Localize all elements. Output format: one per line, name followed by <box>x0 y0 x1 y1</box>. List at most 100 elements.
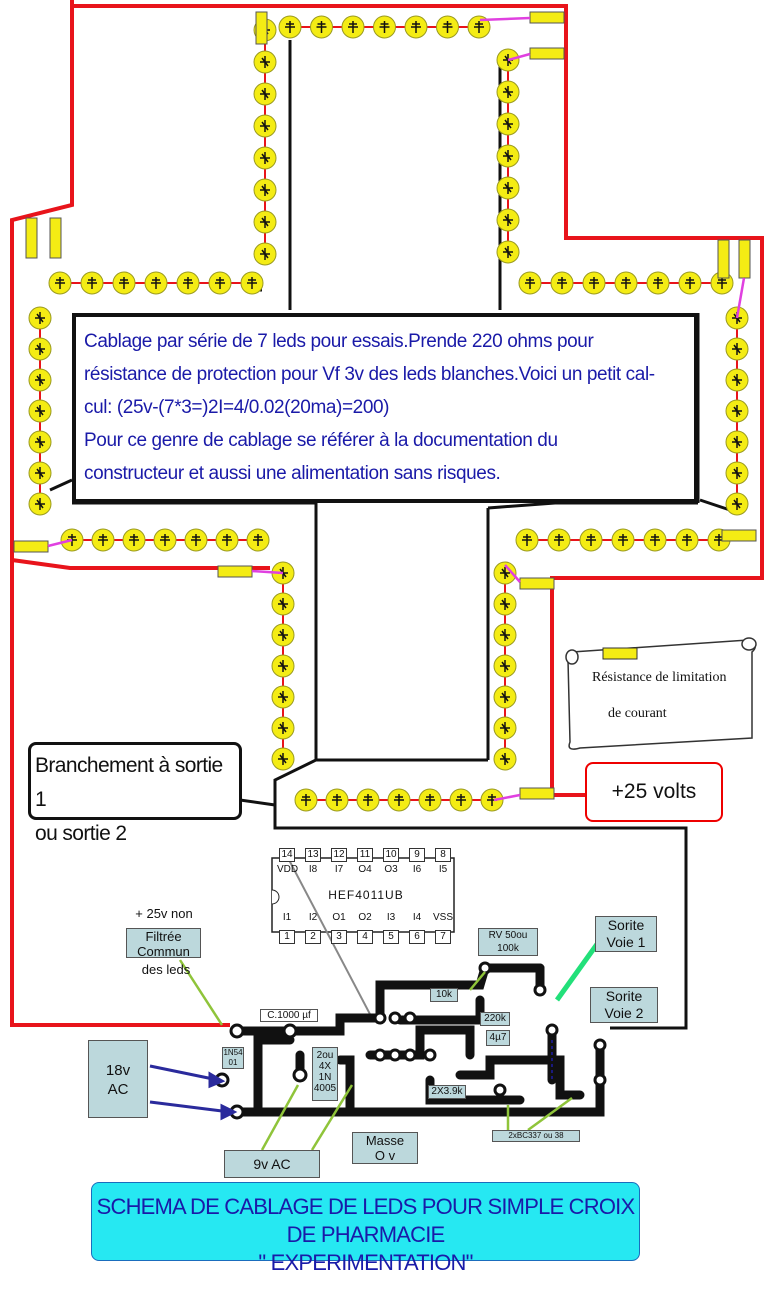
led-symbol <box>98 534 108 546</box>
chip-signal-top: O3 <box>384 864 398 875</box>
output-1-box: Sorite Voie 1 <box>595 916 657 952</box>
note-line-3: cul: (25v-(7*3=)2I=4/0.02(20ma)=200) <box>84 397 390 418</box>
led-symbol <box>500 691 510 703</box>
rv-line-1: RV 50ou <box>488 930 528 941</box>
des-leds-label: des leds <box>141 962 191 977</box>
led-symbol <box>618 534 628 546</box>
chip-signal-top: I6 <box>412 864 422 875</box>
led-symbol <box>215 277 225 289</box>
chip-pin: 7 <box>435 930 451 944</box>
series-resistor <box>738 239 751 279</box>
led-symbol <box>278 722 288 734</box>
pcb-pads <box>214 961 607 1120</box>
chip-pin: 6 <box>409 930 425 944</box>
cap-label: C.1000 µf <box>260 1009 318 1022</box>
out2-line-2: Voie 2 <box>604 1005 644 1021</box>
chip-pin: 4 <box>357 930 373 944</box>
led-symbol <box>557 277 567 289</box>
note-line-4: Pour ce genre de cablage se référer à la… <box>84 430 558 451</box>
bridge-box: 2ou 4X 1N 4005 <box>312 1047 338 1101</box>
resistor-lead <box>735 277 746 319</box>
plus25-label: + 25v non <box>135 906 193 921</box>
led-symbol <box>35 374 45 386</box>
led-symbol <box>253 534 263 546</box>
out1-line-2: Voie 1 <box>606 934 646 950</box>
blue-arrows <box>149 1064 238 1121</box>
led-symbol <box>554 534 564 546</box>
series-resistor <box>13 540 49 553</box>
series-resistor <box>217 565 253 578</box>
led-symbol <box>260 56 270 68</box>
led-symbol <box>500 567 510 579</box>
led-symbol <box>87 277 97 289</box>
led-symbol <box>732 498 742 510</box>
led-symbol <box>278 660 288 672</box>
chip-pin: 9 <box>409 848 425 862</box>
led-symbol <box>500 598 510 610</box>
chip-pin: 8 <box>435 848 451 862</box>
chip-pin: 10 <box>383 848 399 862</box>
led-symbol <box>503 118 513 130</box>
led-symbol <box>500 660 510 672</box>
series-resistor <box>529 11 565 24</box>
chip-signal-bottom: I4 <box>412 912 422 923</box>
led-symbol <box>260 88 270 100</box>
led-symbol <box>260 216 270 228</box>
series-resistor <box>25 217 38 259</box>
note-line-2: résistance de protection pour Vf 3v des … <box>84 364 655 385</box>
series-resistor <box>519 787 555 800</box>
led-symbol <box>35 312 45 324</box>
diode-box: 1N54 01 <box>222 1047 244 1069</box>
led-symbol <box>35 467 45 479</box>
led-symbol <box>500 629 510 641</box>
led-symbol <box>503 86 513 98</box>
led-symbol <box>732 343 742 355</box>
led-symbol <box>500 722 510 734</box>
commun-label: Commun <box>137 944 190 959</box>
chip-signal-bottom: I2 <box>308 912 318 923</box>
filtree-commun-box: Filtrée Commun <box>126 928 201 959</box>
led-symbol <box>222 534 232 546</box>
title-line-2: " EXPERIMENTATION" <box>258 1250 473 1275</box>
ac18-box: 18v AC <box>88 1040 148 1118</box>
led-symbol <box>442 21 453 33</box>
led-symbol <box>191 534 201 546</box>
led-symbol <box>522 534 532 546</box>
led-symbol <box>394 794 404 806</box>
transistors-box: 2xBC337 ou 38 <box>492 1130 580 1142</box>
resistor-lead <box>493 793 521 802</box>
chip-signal-bottom: VSS <box>433 912 454 923</box>
led-symbol <box>35 498 45 510</box>
led-symbol <box>650 534 660 546</box>
wiring-note: Cablage par série de 7 leds pour essais.… <box>72 313 698 503</box>
led-symbol <box>278 598 288 610</box>
led-symbol <box>301 794 311 806</box>
led-symbol <box>119 277 129 289</box>
led-symbol <box>278 753 288 765</box>
resistor-note-line-1: Résistance de limitation <box>592 670 727 685</box>
resistor-lead <box>47 538 73 548</box>
title-line-1: SCHEMA DE CABLAGE DE LEDS POUR SIMPLE CR… <box>96 1194 636 1247</box>
led-symbol <box>717 277 727 289</box>
led-symbol <box>621 277 631 289</box>
note-line-1: Cablage par série de 7 leds pour essais.… <box>84 331 594 352</box>
led-symbol <box>35 436 45 448</box>
chip-pin: 1 <box>279 930 295 944</box>
resistor-lead <box>479 16 531 22</box>
series-resistor <box>519 577 555 590</box>
led-symbol <box>503 182 513 194</box>
led-symbol <box>260 152 270 164</box>
chip-signal-top: I5 <box>438 864 448 875</box>
branch-note: Branchement à sortie 1 ou sortie 2 <box>28 742 242 845</box>
led-symbol <box>503 246 513 258</box>
rv-line-2: 100k <box>497 943 519 954</box>
led-symbol <box>682 534 692 546</box>
led-symbol <box>260 248 270 260</box>
green-arrow-output <box>554 938 603 1002</box>
led-symbol <box>247 277 257 289</box>
led-symbol <box>316 21 327 33</box>
led-symbol <box>732 405 742 417</box>
output-2-box: Sorite Voie 2 <box>590 987 658 1023</box>
led-symbol <box>379 21 390 33</box>
